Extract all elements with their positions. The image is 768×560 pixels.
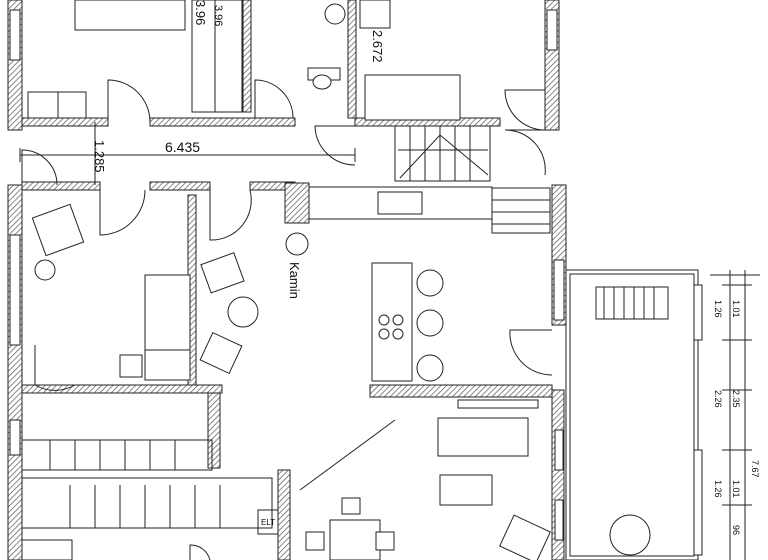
armchair-3 bbox=[199, 331, 243, 375]
door-stair-right bbox=[504, 89, 546, 131]
terrace-window-1 bbox=[693, 284, 703, 341]
sofa-living bbox=[437, 417, 529, 457]
island bbox=[371, 262, 413, 382]
dim-bed-label: 3.96 bbox=[193, 0, 208, 25]
fireplace bbox=[285, 232, 309, 256]
kitchen-sink bbox=[377, 191, 423, 215]
wall-bath-left bbox=[347, 0, 357, 119]
dim-bath-label: 2.672 bbox=[370, 30, 385, 63]
dim-door-label: 1.285 bbox=[92, 140, 107, 173]
door-lower-left bbox=[34, 345, 76, 391]
terrace-bench bbox=[595, 286, 669, 320]
hob-3 bbox=[378, 328, 390, 340]
coffee-table bbox=[227, 296, 259, 328]
wall-counter bbox=[284, 182, 310, 224]
dim-w2-label: 1.26 bbox=[713, 300, 723, 318]
door-hall-right bbox=[509, 329, 553, 376]
dim-w6-label: 96 bbox=[731, 525, 741, 535]
dim-hall-label: 6.435 bbox=[165, 139, 200, 155]
shower bbox=[359, 0, 391, 29]
kamin-label: Kamin bbox=[287, 262, 302, 299]
bench-1 bbox=[27, 91, 59, 119]
tub bbox=[364, 74, 461, 121]
stool-room2 bbox=[119, 354, 143, 378]
toilet-bowl bbox=[312, 74, 332, 90]
wall-corridor-bottom-a bbox=[21, 181, 101, 191]
dining-table bbox=[329, 519, 381, 560]
bench-2 bbox=[57, 91, 87, 119]
terrace-table bbox=[609, 514, 651, 556]
door-closet bbox=[254, 79, 294, 119]
coffee-table-living bbox=[439, 474, 493, 506]
armchair-2 bbox=[200, 252, 245, 294]
dim-w4-label: 1.01 bbox=[731, 480, 741, 498]
wardrobe-inner bbox=[214, 0, 243, 113]
wall-stair-right bbox=[277, 469, 291, 560]
bedroom-furniture bbox=[27, 0, 243, 119]
window-right-2 bbox=[553, 259, 565, 321]
terrace-window-2 bbox=[693, 449, 703, 556]
windows bbox=[9, 9, 565, 541]
dim-bed-b-label: 3.96 bbox=[212, 5, 224, 26]
armchair-1 bbox=[31, 203, 85, 257]
door-living bbox=[99, 189, 146, 236]
bed bbox=[74, 0, 186, 31]
window-right-1 bbox=[546, 9, 558, 51]
dim-w1-label: 1.01 bbox=[731, 300, 741, 318]
wall-kitchen-left bbox=[21, 384, 223, 394]
window-right-4 bbox=[554, 499, 564, 541]
chair-3 bbox=[375, 531, 395, 551]
sink bbox=[324, 3, 346, 25]
terrace bbox=[565, 269, 760, 560]
door-corridor-entry bbox=[21, 149, 58, 186]
hob-2 bbox=[392, 314, 404, 326]
doors bbox=[21, 79, 553, 560]
wall-corridor-top-b bbox=[149, 117, 296, 127]
stool-2 bbox=[416, 309, 444, 337]
dim-w5-label: 1.26 bbox=[713, 480, 723, 498]
elt-box bbox=[257, 509, 279, 535]
living-furniture bbox=[31, 203, 551, 560]
bath-fixtures bbox=[307, 0, 461, 121]
dimension-hall bbox=[19, 122, 356, 185]
dim-side-label: 2.35 bbox=[731, 390, 741, 408]
wall-corridor-bottom-b bbox=[149, 181, 211, 191]
door-bedroom bbox=[107, 79, 151, 123]
chair-1 bbox=[341, 497, 361, 515]
door-room2 bbox=[209, 189, 252, 241]
window-left-2 bbox=[9, 234, 21, 346]
hob-4 bbox=[392, 328, 404, 340]
wall-lower-left bbox=[207, 392, 221, 469]
door-bath bbox=[314, 125, 356, 166]
kitchen bbox=[285, 186, 493, 382]
stool-1 bbox=[416, 269, 444, 297]
stairs-bottom bbox=[21, 439, 279, 560]
door-bottom bbox=[189, 544, 211, 560]
door-stair-right-2 bbox=[504, 129, 546, 176]
window-right-3 bbox=[554, 429, 564, 471]
sofa-room2 bbox=[144, 274, 191, 351]
window-left-3 bbox=[9, 419, 21, 456]
elt-label: ELT bbox=[261, 518, 275, 527]
table-room2 bbox=[144, 349, 191, 381]
window-left-1 bbox=[9, 9, 21, 61]
dim-side2-label: 7.67 bbox=[750, 460, 760, 478]
dining bbox=[299, 419, 396, 560]
dim-w3-label: 2.26 bbox=[713, 390, 723, 408]
armchair-living bbox=[499, 514, 551, 560]
stool-3 bbox=[416, 354, 444, 382]
sideboard bbox=[457, 399, 539, 409]
stairs-top bbox=[394, 125, 551, 234]
wall-kitchen-bottom bbox=[369, 384, 553, 398]
chair-2 bbox=[305, 531, 325, 551]
hob-1 bbox=[378, 314, 390, 326]
side-table-1 bbox=[34, 259, 56, 281]
wall-closet bbox=[242, 0, 252, 113]
